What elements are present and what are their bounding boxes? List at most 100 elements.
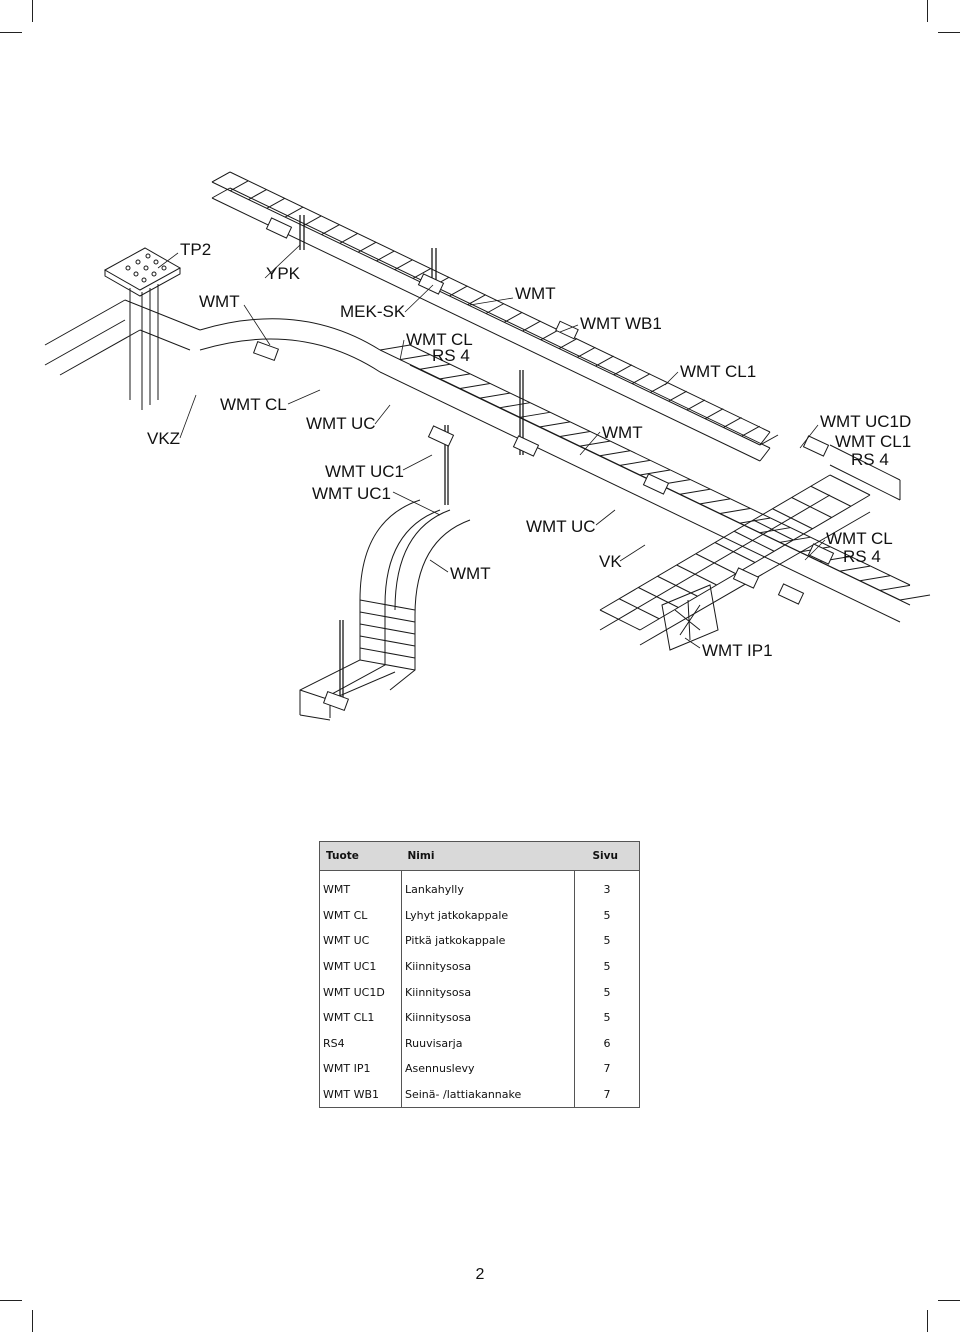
mesh-rung: [619, 459, 651, 466]
label-wmt-uc: WMT UC: [306, 414, 376, 433]
mesh-rung: [230, 180, 249, 192]
cell-nimi: Kiinnitysosa: [405, 960, 472, 974]
mesh-rung: [679, 488, 711, 495]
cell-nimi: Lankahylly: [405, 883, 464, 897]
mesh-rung: [879, 584, 911, 591]
crop-mark: [32, 1310, 33, 1332]
mesh-rung: [248, 189, 267, 200]
curve-tray: [299, 499, 471, 721]
crop-mark: [938, 32, 960, 33]
label-wmt-cl: WMT CL: [220, 395, 287, 414]
mesh-rung: [704, 408, 724, 420]
mesh-rung: [676, 564, 717, 586]
crop-mark: [0, 32, 22, 33]
mesh-rung: [714, 542, 756, 563]
label-wmt: WMT: [602, 423, 643, 442]
label-rs4: RS 4: [843, 547, 881, 566]
header-nimi: Nimi: [401, 841, 575, 871]
crop-mark: [927, 0, 928, 22]
label-vk: VK: [599, 552, 622, 571]
mesh-rung: [839, 565, 871, 572]
mesh-rung: [539, 421, 571, 428]
label-wmt-cl: WMT CL: [826, 529, 893, 548]
mesh-rung: [359, 599, 416, 611]
label-wmt: WMT: [450, 564, 491, 583]
cell-tuote: WMT UC1: [319, 953, 402, 980]
mesh-rung: [412, 267, 432, 279]
mesh-rung: [499, 402, 531, 409]
label-vkz: VKZ: [147, 429, 181, 448]
mesh-rung: [211, 171, 231, 183]
mesh-rung: [639, 469, 671, 476]
mesh-rung: [479, 392, 511, 399]
cell-nimi: Asennuslevy: [405, 1062, 475, 1076]
mesh-rung: [699, 498, 731, 505]
mesh-rung: [595, 355, 614, 367]
label-wmt-wb1: WMT WB1: [580, 314, 662, 333]
mesh-rung: [399, 354, 431, 361]
label-wmt-uc1d: WMT UC1D: [820, 412, 912, 431]
cell-tuote: RS4: [319, 1030, 402, 1057]
mesh-rung: [859, 575, 891, 582]
cell-nimi: Pitkä jatkokappale: [405, 934, 506, 948]
brackets: [252, 217, 835, 712]
cell-nimi: Ruuvisarja: [405, 1036, 463, 1050]
mesh-rung: [376, 250, 395, 262]
mesh-rung: [459, 382, 491, 389]
cable-tray-assembly-drawing: [44, 171, 931, 721]
cell-tuote: WMT CL: [319, 902, 402, 929]
mesh-rung: [579, 440, 611, 447]
mesh-rung: [419, 363, 451, 370]
cell-nimi: Kiinnitysosa: [405, 1011, 472, 1025]
label-mek-sk: MEK-SK: [340, 302, 406, 321]
mesh-rung: [467, 294, 486, 306]
mesh-rung: [359, 647, 416, 659]
mesh-rung: [741, 425, 760, 437]
mesh-rung: [759, 527, 791, 534]
mesh-rung: [613, 364, 633, 376]
cell-tuote: WMT UC1D: [319, 979, 402, 1005]
cell-nimi: Kiinnitysosa: [405, 985, 472, 999]
mesh-rung: [638, 587, 679, 608]
label-rs4: RS 4: [432, 346, 470, 365]
mesh-rung: [359, 659, 416, 671]
cell-nimi: Seinä- /lattiakannake: [405, 1088, 522, 1102]
mesh-rung: [779, 536, 811, 543]
mesh-rung: [686, 399, 706, 411]
mesh-rung: [540, 329, 560, 341]
mesh-rung: [723, 417, 742, 428]
mesh-rung: [810, 485, 852, 507]
crop-mark: [927, 1310, 928, 1332]
mesh-rung: [359, 635, 416, 647]
label-wmt-cl: WMT CL: [406, 330, 473, 349]
mesh-rung: [829, 474, 871, 496]
mesh-rung: [379, 344, 411, 351]
label-wmt-ip1: WMT IP1: [702, 641, 773, 660]
cell-nimi: Lyhyt jatkokappale: [405, 908, 509, 922]
cross-tray: [599, 444, 901, 646]
page-number: 2: [475, 1266, 485, 1283]
mesh-rung: [519, 411, 551, 418]
label-wmt-uc1: WMT UC1: [312, 484, 392, 503]
mesh-rung: [791, 497, 832, 518]
mesh-rung: [485, 303, 505, 314]
mesh-rung: [577, 346, 596, 358]
mesh-rung: [559, 431, 591, 438]
mesh-rung: [772, 508, 813, 530]
cell-sivu: 3: [574, 870, 640, 903]
mesh-rung: [733, 530, 775, 552]
mesh-rung: [599, 609, 641, 631]
mesh-rung: [439, 373, 471, 380]
mesh-rung: [339, 232, 359, 244]
mesh-rung: [899, 594, 931, 601]
header-tuote: Tuote: [319, 841, 402, 871]
ip1-plate: [661, 584, 719, 651]
main-tray: [44, 299, 931, 623]
